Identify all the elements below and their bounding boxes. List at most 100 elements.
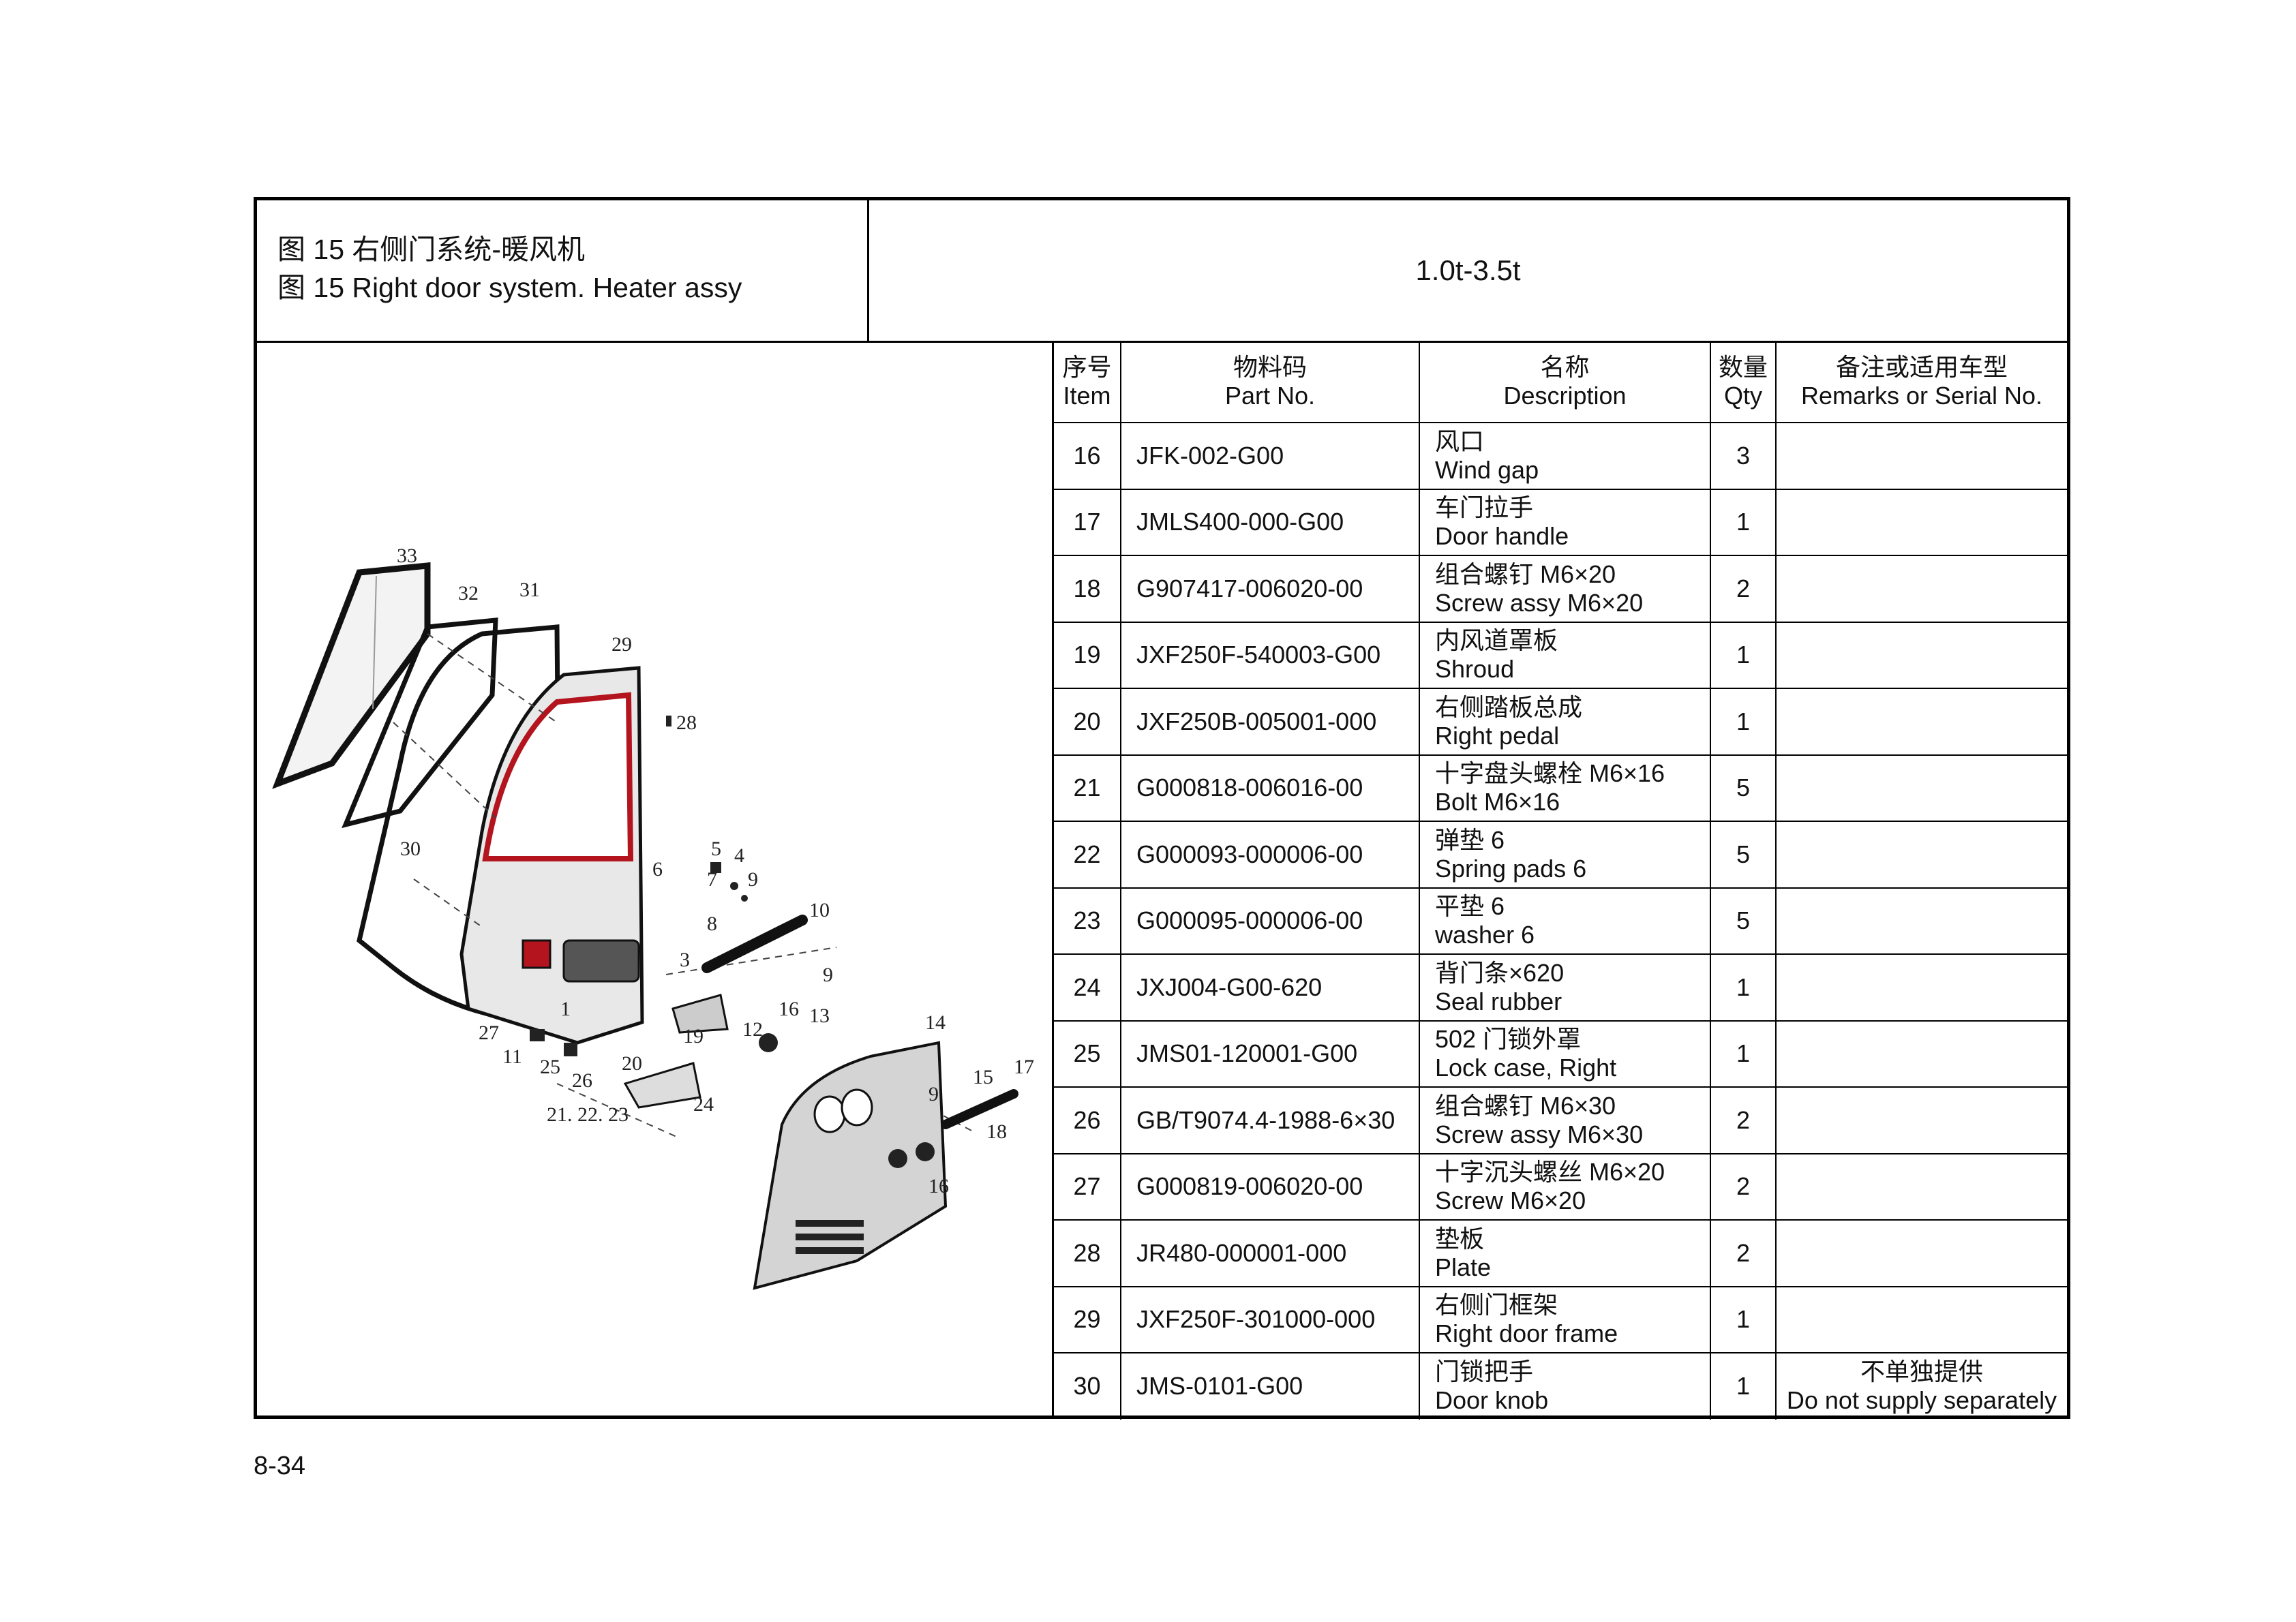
cell-part-no: JMLS400-000-G00: [1120, 488, 1420, 556]
shroud: [671, 994, 729, 1034]
cell-part-no: G000818-006016-00: [1120, 754, 1420, 822]
cell-qty: 5: [1710, 821, 1777, 889]
cell-item: 16: [1054, 422, 1121, 490]
svg-text:1: 1: [560, 998, 571, 1020]
cell-remarks: [1775, 1086, 2067, 1154]
cell-qty: 2: [1710, 1086, 1777, 1154]
cell-remarks: [1775, 488, 2067, 556]
cell-remarks: [1775, 1285, 2067, 1353]
svg-text:9: 9: [823, 964, 833, 986]
model-range: 1.0t-3.5t: [1415, 254, 1521, 286]
cell-item: 28: [1054, 1219, 1121, 1287]
desc-zh: 门锁把手: [1435, 1358, 1534, 1386]
cell-part-no: JMS01-120001-G00: [1120, 1020, 1420, 1088]
cell-qty: 5: [1710, 887, 1777, 955]
svg-text:26: 26: [572, 1069, 592, 1092]
cell-qty: 1: [1710, 1352, 1777, 1420]
desc-zh: 502 门锁外罩: [1435, 1025, 1582, 1054]
cell-part-no: G000819-006020-00: [1120, 1152, 1420, 1221]
cell-remarks: [1775, 621, 2067, 689]
cell-item: 22: [1054, 821, 1121, 889]
svg-text:33: 33: [397, 545, 417, 567]
desc-en: Wind gap: [1435, 455, 1539, 484]
desc-en: Bolt M6×16: [1435, 788, 1560, 816]
svg-text:13: 13: [809, 1005, 830, 1027]
cell-qty: 1: [1710, 488, 1777, 556]
cell-part-no: JR480-000001-000: [1120, 1219, 1420, 1287]
svg-text:32: 32: [458, 582, 479, 605]
callouts: 33 32 31 29 28 30 6 5 4 7 9 8 10 3 1 27 …: [397, 545, 1034, 1197]
svg-text:31: 31: [519, 579, 540, 601]
svg-text:19: 19: [683, 1025, 704, 1047]
cell-item: 25: [1054, 1020, 1121, 1088]
cell-part-no: JFK-002-G00: [1120, 422, 1420, 490]
parts-sheet: 图 15 右侧门系统-暖风机 图 15 Right door system. H…: [254, 197, 2070, 1420]
remark-zh: 不单独提供: [1860, 1358, 1983, 1386]
cell-remarks: [1775, 887, 2067, 955]
svg-text:15: 15: [973, 1066, 993, 1088]
handle: [701, 915, 808, 973]
desc-zh: 十字盘头螺栓 M6×16: [1435, 759, 1665, 788]
desc-zh: 风口: [1435, 427, 1485, 455]
svg-text:28: 28: [676, 711, 697, 734]
svg-text:30: 30: [400, 838, 421, 860]
desc-en: Door handle: [1435, 522, 1569, 551]
svg-text:16: 16: [928, 1175, 949, 1197]
cell-part-no: G907417-006020-00: [1120, 555, 1420, 623]
cell-item: 27: [1054, 1152, 1121, 1221]
window-glass: [272, 562, 431, 789]
cell-qty: 2: [1710, 1152, 1777, 1221]
svg-text:4: 4: [734, 844, 744, 867]
figure-title-en: 图 15 Right door system. Heater assy: [277, 272, 742, 303]
svg-text:8: 8: [707, 913, 717, 935]
cell-remarks: [1775, 754, 2067, 822]
desc-zh: 内风道罩板: [1435, 626, 1558, 655]
exploded-diagram: 33 32 31 29 28 30 6 5 4 7 9 8 10 3 1 27 …: [257, 341, 1054, 1419]
cell-item: 30: [1054, 1352, 1121, 1420]
figure-title: 图 15 右侧门系统-暖风机 图 15 Right door system. H…: [257, 200, 869, 341]
svg-text:24: 24: [693, 1093, 714, 1116]
svg-text:10: 10: [809, 899, 830, 921]
desc-zh: 弹垫 6: [1435, 825, 1505, 854]
desc-zh: 十字沉头螺丝 M6×20: [1435, 1158, 1665, 1187]
desc-en: Right pedal: [1435, 721, 1560, 750]
cell-qty: 1: [1710, 1285, 1777, 1353]
remark-en: Do not supply separately: [1786, 1386, 2057, 1415]
desc-en: Screw assy M6×30: [1435, 1120, 1644, 1148]
cell-part-no: JXJ004-G00-620: [1120, 953, 1420, 1022]
cell-qty: 1: [1710, 621, 1777, 689]
desc-zh: 车门拉手: [1435, 493, 1534, 522]
svg-text:29: 29: [611, 633, 632, 656]
cell-qty: 1: [1710, 953, 1777, 1022]
cell-remarks: [1775, 821, 2067, 889]
desc-en: Seal rubber: [1435, 987, 1562, 1015]
door-handle: [941, 1089, 1018, 1129]
cell-remarks: [1775, 1219, 2067, 1287]
svg-text:3: 3: [680, 949, 690, 971]
svg-text:5: 5: [711, 838, 721, 860]
desc-en: Spring pads 6: [1435, 854, 1587, 883]
cell-item: 20: [1054, 688, 1121, 756]
